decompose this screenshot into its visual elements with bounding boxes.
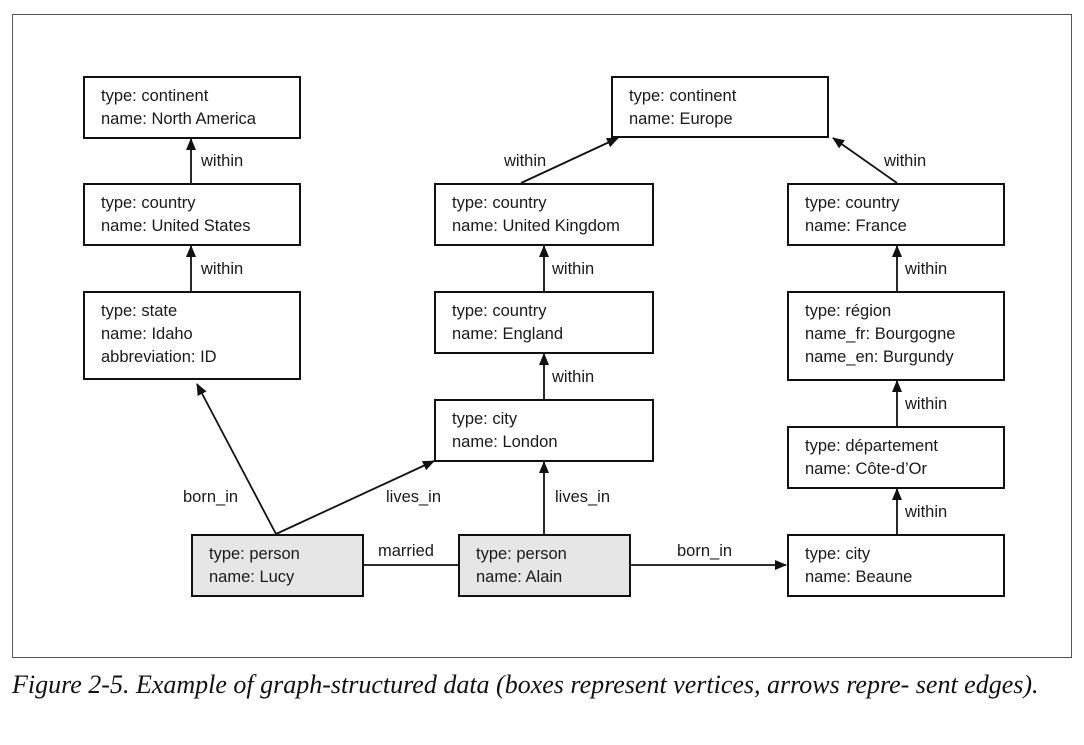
edge-label-within: within — [905, 260, 948, 278]
vertex-beaune: type: city name: Beaune — [787, 534, 1005, 597]
vertex-name: name: Europe — [629, 110, 733, 128]
vertex-united-kingdom: type: country name: United Kingdom — [434, 183, 654, 246]
edge-uk-within-europe — [520, 137, 619, 184]
vertex-name: name: United States — [101, 217, 251, 235]
vertex-united-states: type: country name: United States — [83, 183, 301, 246]
edge-label-within: within — [905, 503, 948, 521]
vertex-cote-dor: type: département name: Côte-d’Or — [787, 426, 1005, 489]
vertex-type: type: city — [805, 545, 871, 563]
vertex-type: type: person — [209, 545, 300, 563]
edge-france-within-europe — [832, 137, 898, 184]
edge-label-within: within — [552, 368, 595, 386]
edge-lucy-lives-in-london — [275, 460, 435, 535]
edge-label-married: married — [378, 542, 434, 560]
vertex-name: name: Alain — [476, 568, 563, 586]
figure-frame — [12, 14, 1072, 658]
vertex-name: name: United Kingdom — [452, 217, 620, 235]
vertex-type: type: country — [101, 194, 196, 212]
vertex-alain: type: person name: Alain — [458, 534, 631, 597]
vertex-north-america: type: continent name: North America — [83, 76, 301, 139]
edge-label-born-in: born_in — [183, 488, 239, 506]
vertex-idaho: type: state name: Idaho abbreviation: ID — [83, 291, 301, 380]
vertex-type: type: région — [805, 302, 892, 320]
vertex-name: name: England — [452, 325, 563, 343]
vertex-bourgogne: type: région name_fr: Bourgogne name_en:… — [787, 291, 1005, 381]
vertex-london: type: city name: London — [434, 399, 654, 462]
vertex-lucy: type: person name: Lucy — [191, 534, 364, 597]
edge-label-within: within — [504, 152, 547, 170]
vertex-type: type: country — [452, 302, 547, 320]
edge-label-within: within — [201, 260, 244, 278]
vertex-name: name: London — [452, 433, 558, 451]
vertex-name: name: Beaune — [805, 568, 913, 586]
vertex-europe: type: continent name: Europe — [611, 76, 829, 138]
vertex-type: type: city — [452, 410, 518, 428]
vertex-abbreviation: abbreviation: ID — [101, 348, 217, 366]
vertex-type: type: country — [452, 194, 547, 212]
vertex-france: type: country name: France — [787, 183, 1005, 246]
vertex-name: name: Côte-d’Or — [805, 460, 927, 478]
vertex-type: type: continent — [629, 87, 737, 105]
vertex-name: name: France — [805, 217, 907, 235]
vertex-name: name: Idaho — [101, 325, 193, 343]
edge-label-within: within — [201, 152, 244, 170]
edge-label-born-in: born_in — [677, 542, 733, 560]
edge-label-within: within — [905, 395, 948, 413]
vertex-name: name: Lucy — [209, 568, 295, 586]
edge-label-lives-in: lives_in — [555, 488, 611, 506]
vertex-type: type: person — [476, 545, 567, 563]
vertex-england: type: country name: England — [434, 291, 654, 354]
vertex-name-fr: name_fr: Bourgogne — [805, 325, 956, 343]
vertex-type: type: département — [805, 437, 938, 455]
edge-label-within: within — [884, 152, 927, 170]
vertex-name: name: North America — [101, 110, 256, 128]
figure-caption: Figure 2-5. Example of graph-structured … — [12, 670, 1039, 699]
edge-label-within: within — [552, 260, 595, 278]
vertex-name-en: name_en: Burgundy — [805, 348, 954, 366]
vertex-type: type: state — [101, 302, 178, 320]
edge-lucy-born-in-idaho — [196, 383, 277, 535]
edge-label-lives-in: lives_in — [386, 488, 442, 506]
vertex-type: type: continent — [101, 87, 209, 105]
vertex-type: type: country — [805, 194, 900, 212]
